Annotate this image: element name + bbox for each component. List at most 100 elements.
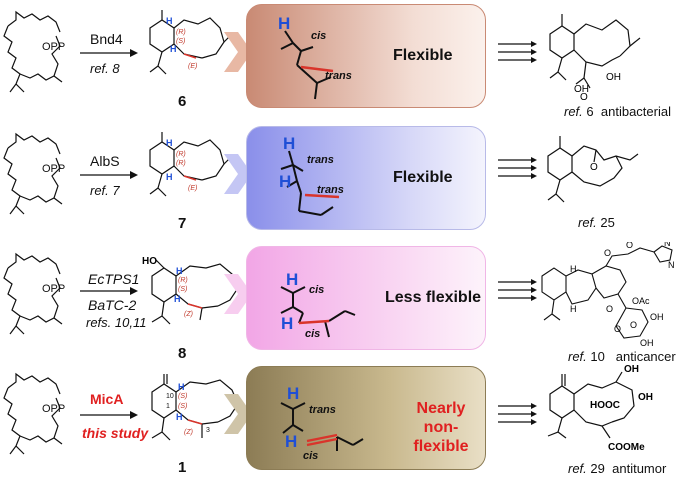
enzyme-name: BaTC-2: [88, 297, 137, 313]
ring-o: O: [606, 304, 613, 314]
multistep-arrows: [498, 41, 537, 63]
h-atom: H: [285, 432, 297, 451]
stereo-descriptor: (R): [176, 29, 186, 36]
ggpp-substrate-structure: OPP: [3, 372, 65, 455]
product-reference: ref. 29 antitumor: [568, 462, 666, 475]
h-atom: H: [279, 172, 291, 191]
ring-o: O: [630, 320, 637, 330]
scheme-row-mica: OPP MicA this study 10 1 3 H H (S) (S) (…: [0, 362, 685, 482]
reaction-arrow: [80, 171, 138, 179]
newman-fragment: H H cis cis: [280, 270, 356, 340]
bioactivity: antibacterial: [600, 104, 671, 119]
multistep-arrows: [498, 279, 537, 301]
carboxylic-acid: HOOC: [590, 400, 620, 411]
flexibility-label-line: Nearly: [416, 400, 466, 417]
natural-product-structure: OH OH HOOC COOMe: [547, 364, 653, 453]
conformation-box: H H cis cis Less flexible: [246, 246, 486, 350]
ref-number: 29: [590, 461, 605, 476]
carbonyl-o: O: [626, 242, 633, 250]
ref-prefix: ref.: [568, 349, 587, 364]
reaction-arrow: [80, 411, 138, 419]
multistep-arrows: [498, 157, 537, 179]
enzyme-reference: this study: [82, 425, 149, 441]
enzyme-label: AlbS: [90, 154, 120, 168]
h-relation: cis: [309, 284, 324, 296]
flexibility-label-line: non-flexible: [413, 419, 469, 456]
olefin-geometry: (E): [188, 185, 197, 192]
multistep-arrows: [498, 403, 537, 425]
newman-fragment: H H trans trans: [279, 134, 344, 216]
opp-label: OPP: [42, 163, 65, 175]
flexibility-label: Nearly non-flexible: [397, 399, 485, 457]
olefin-geometry: (Z): [184, 311, 193, 318]
atom-number: 10: [166, 393, 174, 400]
natural-product-structure: O: [547, 136, 639, 203]
chevron-arrow: [224, 154, 252, 194]
compound-1-structure: 10 1 3 H H (S) (S) (Z): [151, 374, 239, 441]
conformation-box: H cis trans Flexible: [246, 4, 486, 108]
ref-prefix: ref.: [568, 461, 587, 476]
hydroxyl: OH: [606, 72, 621, 83]
h-atom: H: [176, 266, 183, 276]
ester-o: O: [604, 248, 611, 258]
opp-label: OPP: [42, 41, 65, 53]
compound-6-structure: H H (R) (S) (E): [149, 10, 233, 75]
olefin-relation: trans: [325, 70, 352, 82]
hydroxyl: OH: [624, 364, 639, 375]
stereo-descriptor: (S): [178, 393, 187, 400]
enzyme-label: EcTPS1: [88, 272, 139, 286]
h-atom: H: [174, 294, 181, 304]
imidazole-n: N: [664, 242, 671, 248]
product-reference: ref. 25: [578, 216, 615, 229]
chevron-arrow: [224, 274, 252, 314]
flexibility-label: Flexible: [393, 169, 453, 186]
stereo-descriptor: (R): [176, 151, 186, 158]
enzyme-name: EcTPS1: [88, 271, 140, 287]
acid-oh: OH: [574, 84, 589, 95]
ketone-o: O: [590, 162, 598, 173]
h-atom: H: [166, 16, 173, 26]
flexibility-label: Less flexible: [385, 289, 482, 306]
ggpp-substrate-structure: OPP: [3, 132, 65, 215]
ref-number: 25: [600, 215, 615, 230]
h-atom: H: [176, 412, 183, 422]
olefin-relation: cis: [303, 450, 318, 462]
h-relation: trans: [309, 404, 336, 416]
olefin-geometry: (Z): [184, 429, 193, 436]
opp-label: OPP: [42, 403, 65, 415]
chevron-arrow: [224, 394, 252, 434]
enzyme-label: BaTC-2: [88, 298, 136, 312]
newman-fragment: H cis trans: [278, 14, 352, 100]
scheme-row-ectps1: OPP EcTPS1 BaTC-2 refs. 10,11 HO H H (R)…: [0, 242, 685, 364]
hydroxyl: OH: [638, 392, 653, 403]
enzyme-label: MicA: [90, 392, 123, 406]
stereo-descriptor: (S): [176, 38, 185, 45]
ref-number: 10: [590, 349, 605, 364]
ref-prefix: ref.: [564, 104, 583, 119]
flexibility-label: Flexible: [393, 47, 453, 64]
olefin-relation: cis: [305, 328, 320, 340]
ref-number: 6: [586, 104, 594, 119]
hydroxyl: OH: [650, 312, 664, 322]
stereo-descriptor: (S): [178, 403, 187, 410]
enzyme-name: MicA: [90, 391, 124, 407]
ring-o: O: [614, 324, 621, 334]
hydroxyl: OH: [640, 338, 654, 348]
product-reference: ref. 6 antibacterial: [564, 105, 671, 118]
h-atom: H: [283, 134, 295, 153]
scheme-row-albs: OPP AlbS ref. 7 H H (R) (R) (E) 7: [0, 122, 685, 242]
h-atom: H: [170, 44, 177, 54]
atom-number: 1: [166, 403, 170, 410]
ggpp-substrate-structure: OPP: [3, 252, 65, 335]
reaction-arrow: [80, 49, 138, 57]
compound-number: 8: [178, 345, 187, 362]
compound-8-structure: HO H H (R) (S) (Z): [142, 256, 239, 325]
natural-product-structure: O OH OH: [549, 14, 641, 103]
atom-number: 3: [206, 427, 210, 434]
ggpp-substrate-structure: OPP: [3, 10, 65, 93]
h-atom: H: [166, 172, 173, 182]
carbonyl-o: O: [580, 92, 588, 103]
scheme-row-bnd4: OPP Bnd4 ref. 8 H H (R) (S) (E) 6: [0, 0, 685, 120]
natural-product-structure: H H O O OAc OH OH O O O N N: [541, 242, 675, 348]
